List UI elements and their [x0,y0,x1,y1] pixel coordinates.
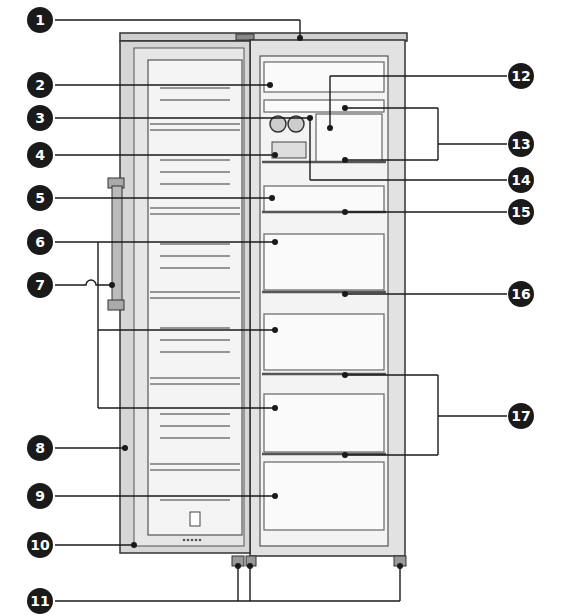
callout-number: 11 [27,588,53,614]
callout-number: 1 [27,7,53,33]
callout-number: 12 [508,63,534,89]
callout-number: 8 [27,435,53,461]
callout-number: 4 [27,142,53,168]
callout-number: 15 [508,199,534,225]
callout-number: 10 [27,532,53,558]
leader-lines [55,20,507,601]
callout-number: 14 [508,167,534,193]
callout-number: 5 [27,185,53,211]
callout-number: 7 [27,272,53,298]
callout-number: 3 [27,105,53,131]
callout-number: 6 [27,229,53,255]
callout-number: 16 [508,281,534,307]
callout-number: 13 [508,131,534,157]
callout-number: 2 [27,72,53,98]
callout-number: 9 [27,483,53,509]
callout-number: 17 [508,403,534,429]
